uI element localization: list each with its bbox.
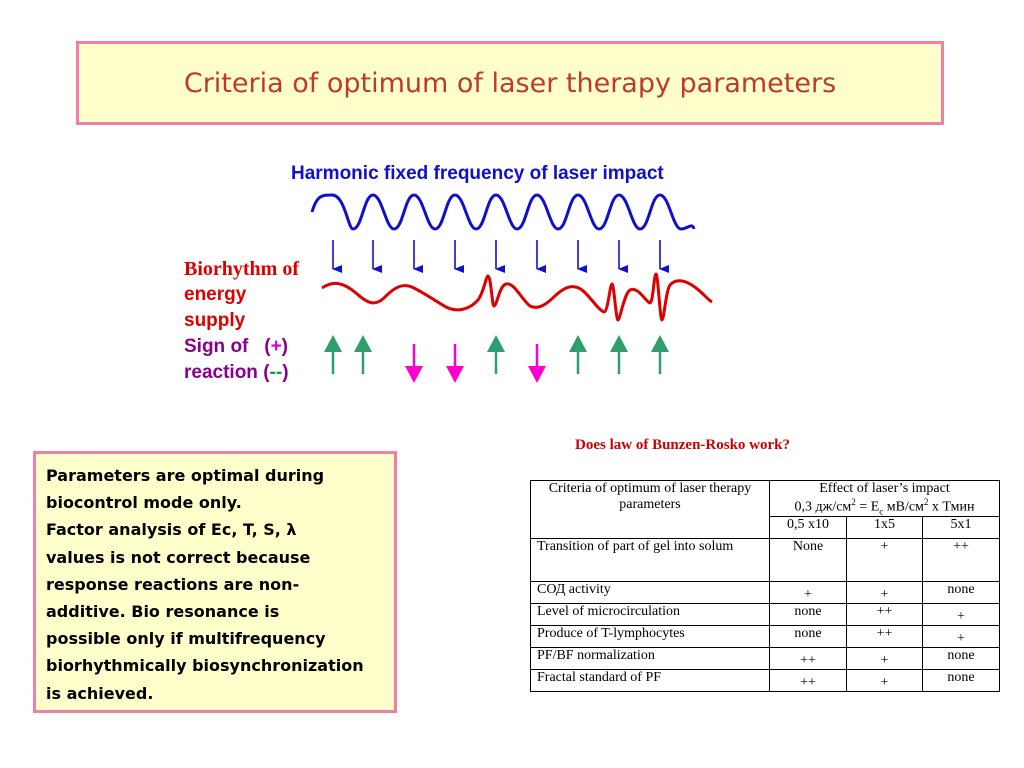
params-line: values is not correct because	[46, 547, 311, 567]
sign-label-text: Sign of	[184, 336, 249, 357]
title-box: Criteria of optimum of laser therapy par…	[76, 41, 944, 125]
params-line: biocontrol mode only.	[46, 493, 242, 513]
column-header: 0,5 x10	[769, 516, 847, 540]
reaction-arrow-head	[528, 366, 546, 383]
criterion-cell: СОД activity	[530, 581, 770, 605]
params-line: Parameters are optimal during	[46, 466, 325, 485]
positive-reaction-arrow	[354, 335, 372, 374]
sign-minus: --	[269, 362, 283, 383]
biorhythm-label-line-1: Biorhythm of	[184, 258, 299, 280]
sign-label-line-1: Sign of (+)	[184, 336, 288, 357]
value-cell: none	[922, 669, 1000, 693]
value-cell: +	[846, 538, 923, 583]
reaction-arrow-head	[354, 335, 372, 352]
table-row: Produce of T-lymphocytes none ++ +	[530, 625, 1000, 649]
value-cell: None	[769, 538, 847, 583]
harmonic-label: Harmonic fixed frequency of laser impact	[291, 163, 664, 184]
criterion-cell: PF/BF normalization	[530, 647, 770, 671]
params-line: possible only if multifrequency	[46, 629, 326, 649]
table-row: Transition of part of gel into solum Non…	[530, 538, 1000, 583]
biorhythm-wave	[321, 272, 713, 322]
biorhythm-label-line-2: energy	[184, 284, 247, 305]
params-line: additive. Bio resonance is	[46, 602, 280, 622]
criterion-cell: Fractal standard of PF	[530, 669, 770, 693]
sign-label-line-2: reaction (--)	[184, 362, 289, 383]
reaction-arrow-head	[446, 366, 464, 383]
value-cell: ++	[769, 669, 847, 693]
reaction-label-text: reaction	[184, 362, 258, 383]
biorhythm-label-line-3: supply	[184, 310, 246, 331]
reaction-arrows	[324, 335, 669, 383]
value-cell: +	[846, 581, 923, 605]
reaction-arrow-head	[324, 335, 342, 352]
params-line: response reactions are non-	[46, 574, 300, 594]
reaction-arrow-head	[487, 335, 505, 352]
value-cell: +	[846, 647, 923, 671]
positive-reaction-arrow	[651, 335, 669, 374]
value-cell: ++	[769, 647, 847, 671]
page-title: Criteria of optimum of laser therapy par…	[183, 67, 837, 99]
positive-reaction-arrow	[324, 335, 342, 374]
reaction-arrow-head	[651, 335, 669, 352]
sign-plus: +	[270, 336, 282, 357]
column-header: 5x1	[922, 516, 1000, 540]
table-row: СОД activity + + none	[530, 581, 1000, 605]
value-cell: +	[846, 669, 923, 693]
table-row: PF/BF normalization ++ + none	[530, 647, 1000, 671]
negative-reaction-arrow	[405, 344, 423, 383]
header-formula: 0,3 дж/см2 = Ec мВ/см2 х Тмин	[794, 497, 975, 517]
laser-impact-arrows	[332, 240, 669, 273]
reaction-arrow-head	[569, 335, 587, 352]
reaction-arrow-head	[405, 366, 423, 383]
table-row: Fractal standard of PF ++ + none	[530, 669, 1000, 693]
value-cell: none	[922, 581, 1000, 605]
bunzen-rosko-question: Does law of Bunzen-Rosko work?	[575, 437, 791, 453]
table-header-row: Criteria of optimum of laser therapy par…	[530, 479, 1000, 540]
value-cell: none	[769, 625, 847, 649]
header-criteria: Criteria of optimum of laser therapy par…	[530, 479, 770, 540]
params-line: biorhythmically biosynchronization	[46, 656, 364, 676]
criterion-cell: Level of microcirculation	[530, 603, 770, 627]
value-cell: none	[769, 603, 847, 627]
criteria-table: Criteria of optimum of laser therapy par…	[530, 479, 1000, 693]
negative-reaction-arrow	[446, 344, 464, 383]
positive-reaction-arrow	[610, 335, 628, 374]
parameters-note: Parameters are optimal during biocontrol…	[33, 451, 397, 713]
positive-reaction-arrow	[569, 335, 587, 374]
reaction-arrow-head	[610, 335, 628, 352]
params-line: is achieved.	[46, 683, 154, 703]
table-row: Level of microcirculation none ++ +	[530, 603, 1000, 627]
header-effect-title: Effect of laser’s impact	[819, 481, 950, 496]
header-effect: Effect of laser’s impact 0,3 дж/см2 = Ec…	[769, 479, 1000, 518]
value-cell: +	[769, 581, 847, 605]
criterion-cell: Produce of T-lymphocytes	[530, 625, 770, 649]
column-header: 1x5	[846, 516, 923, 540]
criterion-cell: Transition of part of gel into solum	[530, 538, 770, 583]
harmonic-wave	[310, 193, 696, 231]
value-cell: +	[922, 603, 1000, 627]
negative-reaction-arrow	[528, 344, 546, 383]
positive-reaction-arrow	[487, 335, 505, 374]
value-cell: ++	[846, 603, 923, 627]
value-cell: ++	[846, 625, 923, 649]
params-line: Factor analysis of Ec, T, S, λ	[46, 520, 297, 540]
value-cell: none	[922, 647, 1000, 671]
value-cell: ++	[922, 538, 1000, 583]
value-cell: +	[922, 625, 1000, 649]
